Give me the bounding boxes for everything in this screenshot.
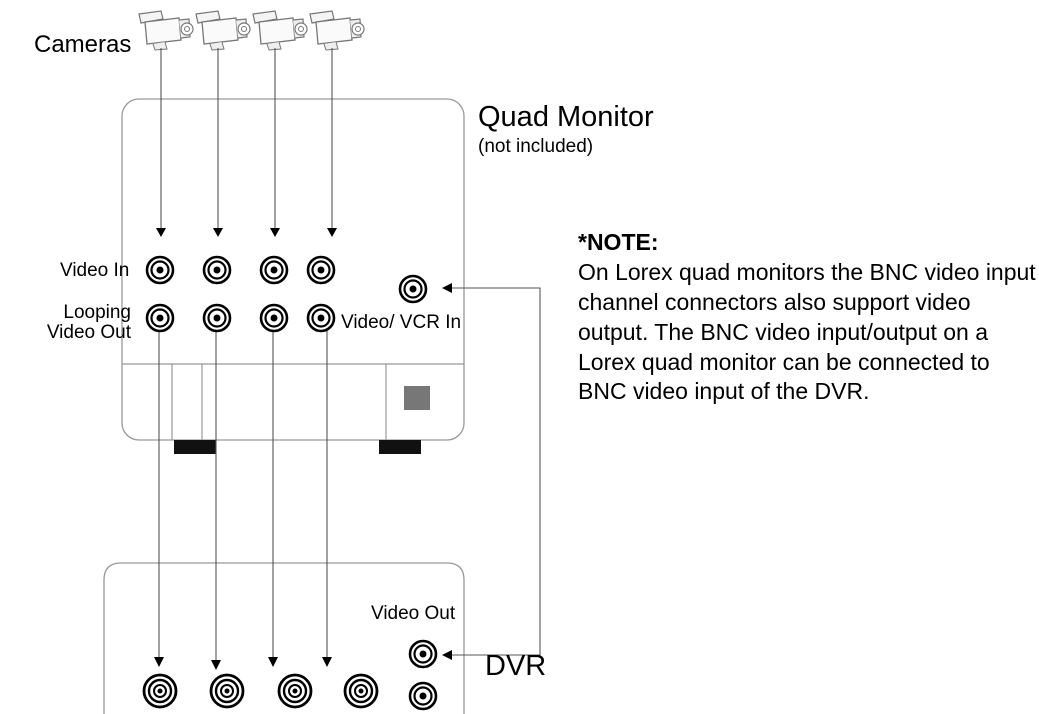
- bnc-connector-icon: [398, 274, 428, 304]
- bnc-connector-icon: [343, 673, 379, 709]
- arrowhead-icon: [156, 228, 337, 237]
- camera-icon: [252, 10, 308, 51]
- quad-monitor-label: Quad Monitor: [478, 101, 654, 133]
- bnc-connector-icon: [145, 303, 175, 333]
- looping-video-out-label: Looping Video Out: [46, 302, 131, 343]
- bnc-connector-icon: [209, 673, 245, 709]
- quad-monitor-box: [121, 98, 465, 441]
- camera-icon: [138, 10, 194, 51]
- video-out-loop-cable: [450, 287, 541, 656]
- bnc-connector-icon: [306, 303, 336, 333]
- bnc-connector-icon: [306, 255, 336, 285]
- camera-icon: [309, 10, 365, 51]
- dvr-box: [103, 562, 465, 714]
- power-button-icon: [404, 386, 430, 410]
- bnc-connector-icon: [202, 255, 232, 285]
- bnc-connector-icon: [202, 303, 232, 333]
- note-block: *NOTE: On Lorex quad monitors the BNC vi…: [578, 228, 1038, 407]
- video-in-label: Video In: [60, 260, 130, 281]
- note-title: *NOTE:: [578, 229, 659, 255]
- bnc-connector-icon: [142, 673, 178, 709]
- camera-icon: [195, 10, 251, 51]
- bnc-connector-icon: [277, 673, 313, 709]
- not-included-label: (not included): [478, 136, 594, 157]
- bnc-connector-icon: [408, 639, 438, 669]
- cameras-label: Cameras: [34, 31, 132, 58]
- bnc-connector-icon: [145, 255, 175, 285]
- arrowhead-icon: [154, 657, 332, 670]
- bnc-connector-icon: [259, 255, 289, 285]
- arrowhead-icon: [442, 283, 452, 660]
- video-out-label: Video Out: [371, 603, 456, 624]
- dvr-label: DVR: [485, 650, 547, 682]
- bnc-connector-icon: [259, 303, 289, 333]
- note-body: On Lorex quad monitors the BNC video inp…: [578, 258, 1036, 405]
- monitor-foot: [379, 440, 421, 454]
- video-vcr-in-label: Video/ VCR In: [341, 312, 462, 333]
- monitor-foot: [174, 440, 216, 454]
- bnc-connector-icon: [408, 681, 438, 711]
